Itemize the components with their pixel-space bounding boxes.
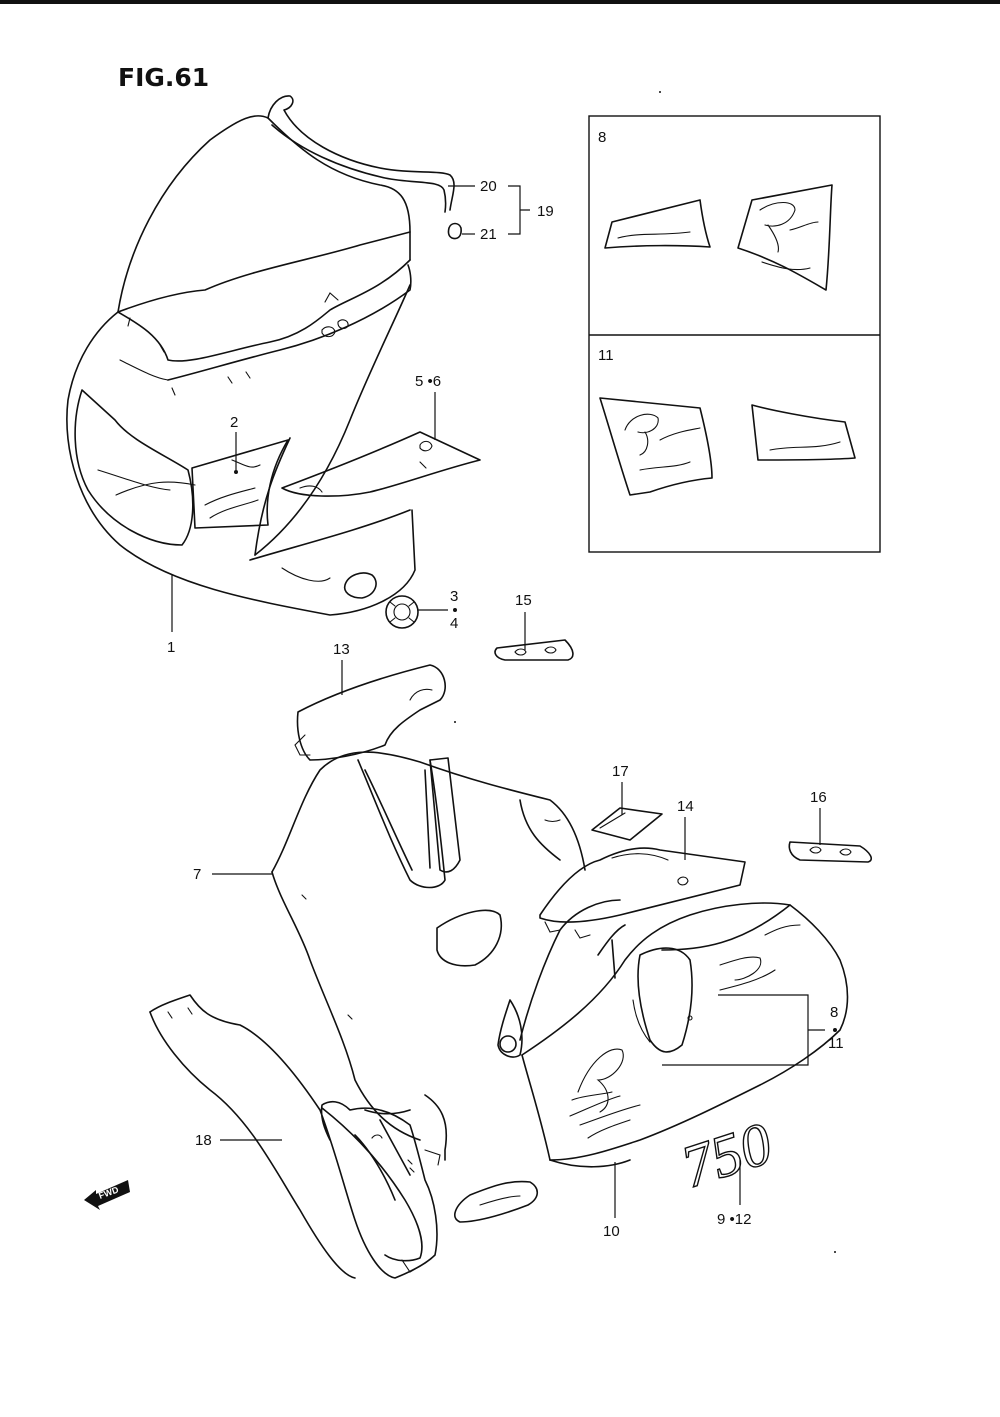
label-15: 15	[515, 592, 532, 609]
label-17: 17	[612, 763, 629, 780]
label-14: 14	[677, 798, 694, 815]
label-9-12: 9 •12	[717, 1211, 751, 1228]
upper-cowling	[66, 231, 416, 616]
forward-arrow-icon: FWD	[84, 1180, 130, 1210]
label-18: 18	[195, 1132, 212, 1149]
inner-panel-5-6	[281, 431, 481, 497]
bracket-15	[494, 639, 574, 661]
label-13: 13	[333, 641, 350, 658]
label-16: 16	[810, 789, 827, 806]
label-3: 3	[450, 588, 458, 605]
cowl-decal	[191, 439, 289, 529]
inset-label-8: 8	[598, 129, 606, 146]
decal-inset-box: 8 11	[588, 115, 881, 553]
grommet-3-4	[385, 595, 419, 629]
label-2: 2	[230, 414, 238, 431]
lower-cowling-10: 750	[454, 902, 849, 1223]
label-11: 11	[828, 1035, 844, 1052]
label-20: 20	[480, 178, 497, 195]
label-5-6: 5 •6	[415, 373, 441, 390]
label-21: 21	[480, 226, 497, 243]
panel-14	[539, 847, 746, 939]
label-8: 8	[830, 1004, 838, 1021]
model-750-decal: 750	[674, 1110, 780, 1201]
panel-13	[294, 664, 446, 761]
windscreen	[117, 95, 462, 362]
inset-label-11: 11	[598, 347, 614, 364]
label-1: 1	[167, 639, 175, 656]
pad-17	[591, 807, 663, 841]
figure-title: FIG.61	[118, 63, 209, 92]
under-cowl-18	[149, 994, 438, 1279]
label-10: 10	[603, 1223, 620, 1240]
label-19: 19	[537, 203, 554, 220]
bracket-16	[788, 841, 872, 863]
label-7: 7	[193, 866, 201, 883]
label-4: 4	[450, 615, 458, 632]
